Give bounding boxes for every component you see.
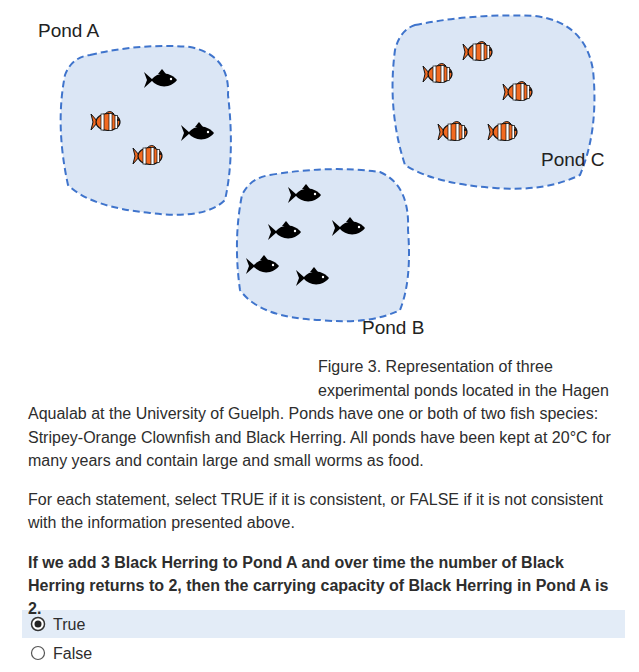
radio-button <box>32 618 45 631</box>
pond: Pond C <box>385 10 620 195</box>
figure-caption: Figure 3. Representation of three experi… <box>28 355 622 473</box>
pond: Pond B <box>230 160 435 345</box>
option-label: False <box>53 642 253 665</box>
question-text: If we add 3 Black Herring to Pond A and … <box>28 551 622 620</box>
radio-button <box>32 647 45 660</box>
wrap-spacer <box>28 355 318 401</box>
radio-dot <box>35 621 42 628</box>
pond-label: Pond A <box>38 20 99 42</box>
pond-label: Pond B <box>362 317 424 339</box>
pond-shape <box>237 169 409 321</box>
caption-text: Figure 3. Representation of three experi… <box>28 358 611 469</box>
pond-outline <box>30 15 240 220</box>
instruction-text: For each statement, select TRUE if it is… <box>28 488 622 534</box>
pond-shape <box>61 46 231 215</box>
option-label: True <box>53 613 253 636</box>
pond-label: Pond C <box>541 149 604 171</box>
pond: Pond A <box>30 15 240 220</box>
selected-row <box>22 610 625 638</box>
